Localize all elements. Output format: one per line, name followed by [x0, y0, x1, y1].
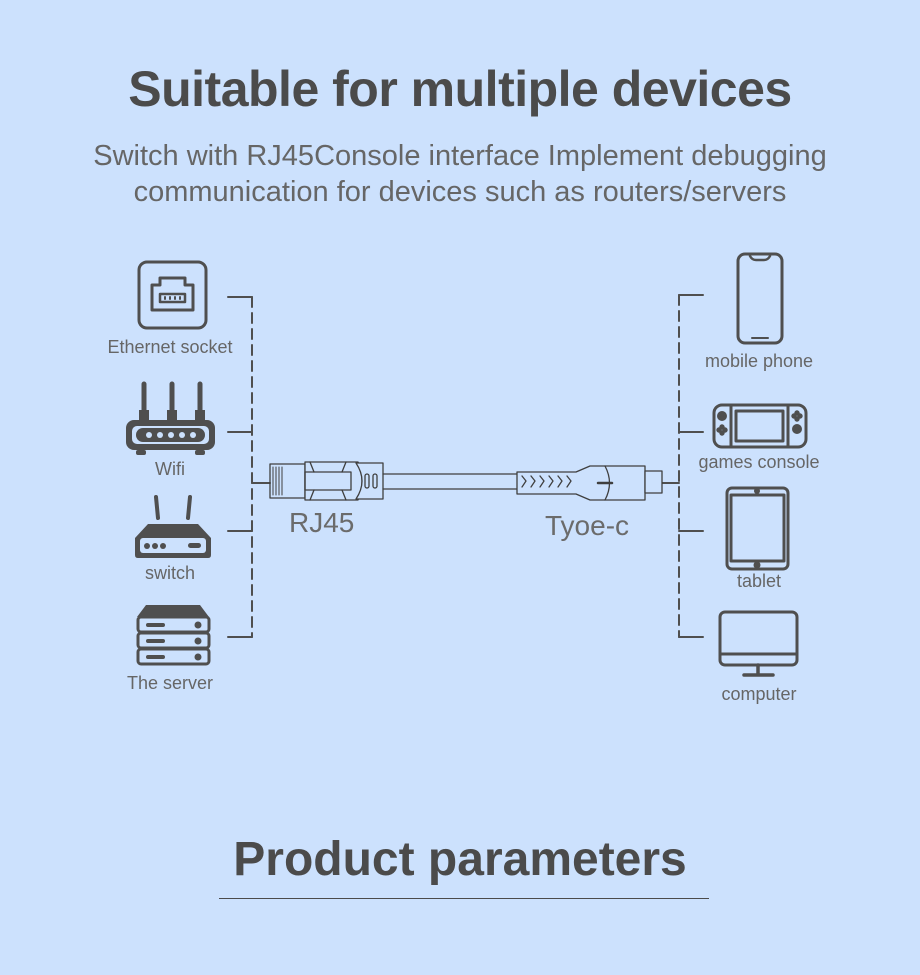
left-device-label-ethernet: Ethernet socket [107, 337, 233, 357]
right-device-label-computer: computer [721, 684, 797, 704]
server-icon [136, 605, 211, 666]
left-connector-bracket [227, 296, 271, 638]
computer-icon [718, 610, 799, 677]
right-connector-bracket [661, 294, 704, 638]
type-c-label: Tyoe-c [545, 510, 630, 541]
type-c-connector-icon [516, 465, 663, 501]
left-device-label-wifi: Wifi [155, 459, 185, 479]
tablet-icon [725, 486, 790, 571]
left-device-label-switch: switch [144, 563, 195, 583]
page-title: Suitable for multiple devices [128, 61, 792, 117]
section-title-product-parameters: Product parameters [233, 833, 687, 886]
right-device-label-tablet: tablet [736, 571, 782, 591]
mobile-phone-icon [736, 252, 784, 345]
switch-icon [135, 495, 211, 558]
right-device-label-phone: mobile phone [704, 351, 814, 371]
wifi-router-icon [126, 381, 215, 455]
rj45-connector-icon [269, 461, 384, 501]
left-device-label-server: The server [126, 673, 214, 693]
page-subtitle: Switch with RJ45Console interface Implem… [30, 138, 890, 210]
subtitle-line-1: Switch with RJ45Console interface Implem… [93, 140, 827, 172]
right-device-label-console: games console [698, 452, 820, 472]
subtitle-line-2: communication for devices such as router… [133, 176, 787, 208]
rj45-label: RJ45 [289, 507, 355, 538]
ethernet-socket-icon [137, 260, 208, 330]
cable-icon [382, 473, 518, 490]
games-console-icon [712, 403, 808, 449]
section-divider [219, 898, 709, 899]
